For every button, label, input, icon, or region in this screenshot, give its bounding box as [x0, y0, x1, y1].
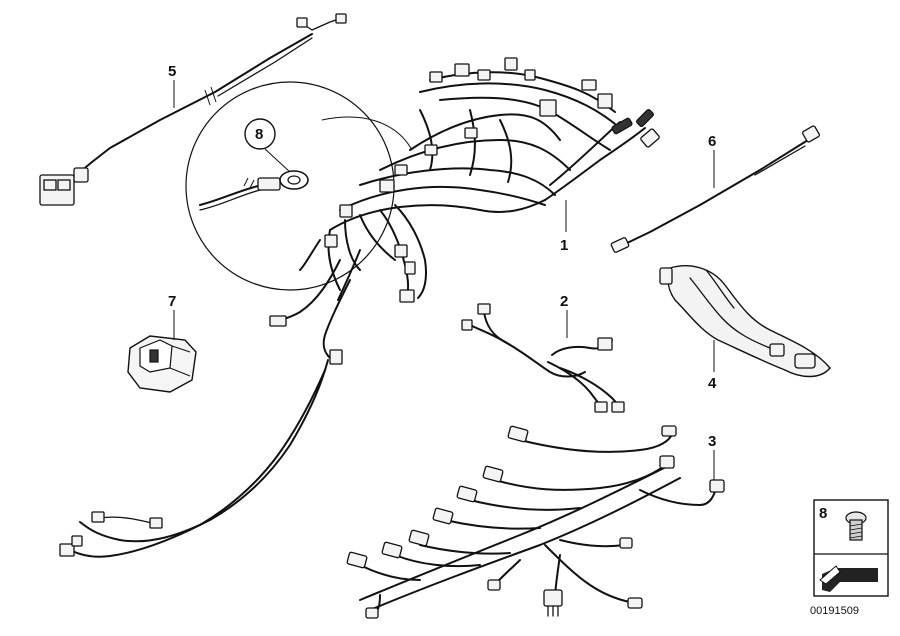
- part-6-cable: [610, 125, 820, 253]
- callout-3: 3: [708, 433, 716, 450]
- detail-circle-eyelet: [185, 81, 413, 291]
- part-2-harness: [461, 303, 625, 413]
- part-7-holder: [127, 335, 197, 393]
- callout-8-box: 8: [819, 505, 827, 522]
- arrow-symbol-icon: [819, 565, 878, 592]
- callout-7: 7: [168, 293, 176, 310]
- callout-4: 4: [708, 375, 717, 392]
- part-1-main-harness: [59, 57, 660, 558]
- callout-5: 5: [168, 63, 176, 80]
- reference-number: 00191509: [810, 605, 859, 617]
- callout-6: 6: [708, 133, 716, 150]
- screw-icon: [845, 511, 867, 541]
- part-4-bracket: [659, 265, 831, 378]
- part-5-cable: [39, 13, 347, 206]
- callout-8-detail: 8: [255, 126, 263, 143]
- part-8-box: [813, 499, 889, 597]
- part-3-harness: [346, 425, 725, 619]
- callout-1: 1: [560, 237, 568, 254]
- callout-2: 2: [560, 293, 568, 310]
